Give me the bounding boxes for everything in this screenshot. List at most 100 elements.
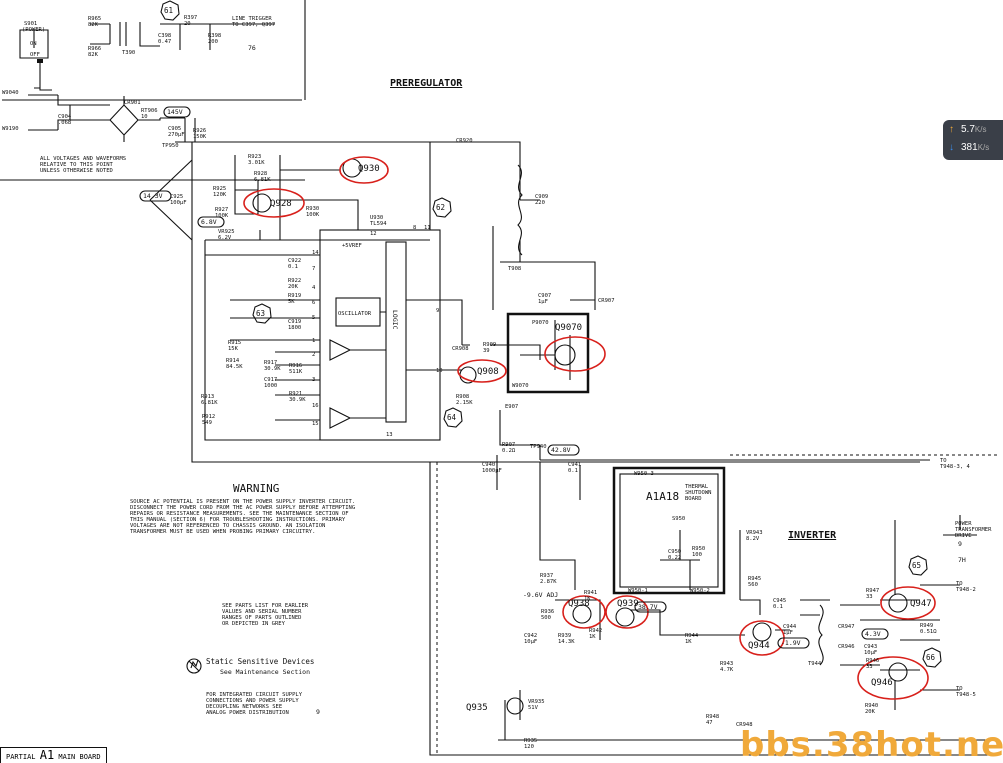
static-sensitive-icon [186, 658, 202, 674]
ic-pin-16: 16 [312, 403, 319, 409]
q928-wiring [234, 155, 259, 215]
ic-label-vref: +5VREF [342, 243, 362, 249]
error-amplifiers [329, 339, 352, 429]
ic-label-oscillator: OSCILLATOR [338, 311, 372, 317]
component-e907: E907 [505, 404, 518, 410]
ic-label-logic: LOGIC [391, 310, 399, 330]
ic-pin-6: 6 [312, 300, 315, 306]
logic-outputs [406, 299, 440, 371]
t944-outputs [840, 599, 920, 671]
static-title: Static Sensitive Devices [206, 657, 314, 666]
preregulator-top-rail [185, 141, 521, 230]
transistor-label-q947: Q947 [910, 599, 932, 609]
svg-text:61: 61 [164, 6, 173, 15]
vr925-wiring [205, 230, 430, 241]
ic-amp-wiring [275, 351, 320, 421]
thermal-shutdown-board-inner [619, 473, 719, 588]
component-w950-3: W950-3 [634, 471, 654, 477]
callout-61: 61 [160, 0, 180, 21]
voltage-tag-0: 145V [163, 106, 191, 118]
switch-off: OFF [30, 52, 40, 58]
voltage-tag-2: 6.8V [197, 216, 225, 228]
component-t908: T908 [508, 266, 521, 272]
c940-c941-wiring [496, 455, 581, 500]
transistor-label-q930: Q930 [358, 164, 380, 174]
component-t944: T944 [808, 661, 822, 667]
voltage-tag-6: -1.9V [777, 637, 810, 649]
switch-ref: S901 [24, 21, 37, 27]
title-inverter: INVERTER [788, 530, 837, 541]
ic-pin-15: 15 [312, 421, 319, 427]
inverter-frame [429, 462, 998, 756]
component-cr948: CR948 [736, 722, 753, 728]
ic-pin-1: 1 [312, 338, 315, 344]
q9070-module-box [506, 312, 590, 394]
component-cr901: CR901 [124, 100, 141, 106]
download-speed: 381 [961, 141, 978, 153]
ic-pin-13: 13 [386, 432, 393, 438]
callout-64: 64 [443, 407, 463, 428]
svg-text:6.8V: 6.8V [201, 218, 217, 226]
component-cr907: CR907 [598, 298, 615, 304]
highlight-q9070 [544, 336, 606, 372]
switch-on: ON [30, 41, 37, 47]
component-c904: C904.068 [58, 114, 72, 126]
ic-pin-9: 9 [436, 308, 439, 314]
component-p9070: P9070 [532, 320, 549, 326]
callout-63: 63 [252, 303, 272, 324]
mains-input [28, 94, 70, 131]
component-w9040: W9040 [2, 90, 19, 96]
warning-title: WARNING [233, 482, 279, 495]
q930-wiring [279, 155, 359, 240]
ic-input-wiring [230, 299, 320, 341]
component-s950: S950 [672, 516, 685, 522]
watermark: bbs.38hot.net [740, 725, 1003, 763]
board-footer: PARTIAL A1 MAIN BOARD [0, 747, 107, 763]
drive-ref: 9 [958, 540, 962, 548]
transistor-q9070 [554, 344, 576, 366]
vr943-wiring [739, 530, 830, 615]
callout-62: 62 [432, 197, 452, 218]
logic-block [385, 241, 407, 423]
svg-text:62: 62 [436, 203, 445, 212]
svg-text:65: 65 [912, 561, 921, 570]
transistor-label-q944: Q944 [748, 641, 770, 651]
warning-text: SOURCE AC POTENTIAL IS PRESENT ON THE PO… [130, 499, 355, 535]
transistor-q947 [888, 593, 908, 613]
component-w950-2: W950-2 [690, 588, 710, 594]
